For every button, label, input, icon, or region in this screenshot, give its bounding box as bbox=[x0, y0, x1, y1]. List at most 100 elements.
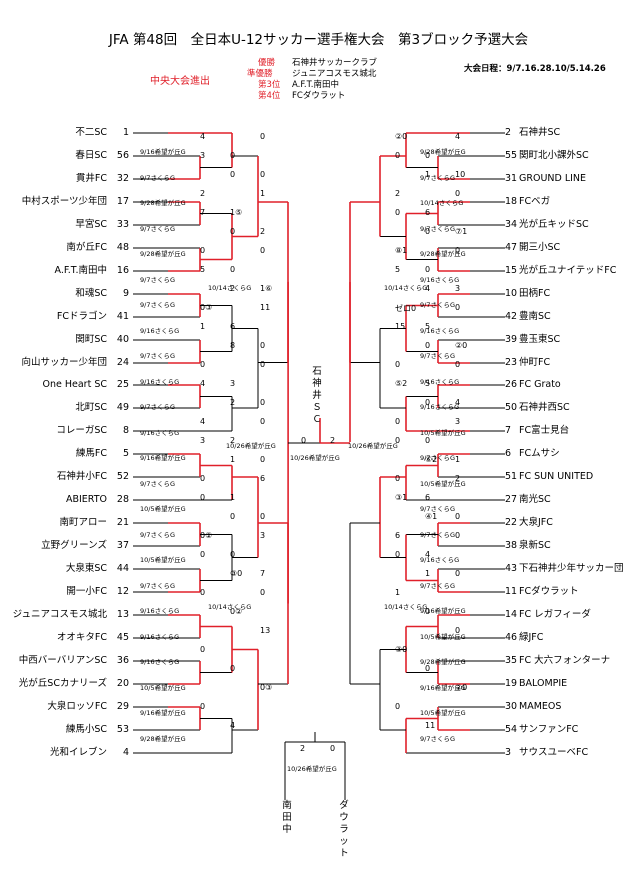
third-score-left: 2 bbox=[300, 744, 306, 753]
match-score: 0 bbox=[455, 626, 461, 635]
match-venue: 9/28希望が丘G bbox=[420, 658, 466, 666]
match-venue: 9/7さくらG bbox=[420, 352, 455, 360]
match-score: ②0 bbox=[455, 683, 468, 692]
match-venue: 9/28希望が丘G bbox=[140, 250, 186, 258]
match-score: 0 bbox=[230, 227, 236, 236]
match-venue: 9/16さくらG bbox=[420, 377, 460, 386]
left-team-name: ABIERTO bbox=[65, 494, 107, 505]
sf-venue: 10/14さくらG bbox=[208, 603, 252, 611]
match-score: 2 bbox=[230, 436, 236, 445]
match-score: 2 bbox=[230, 398, 236, 407]
sf-venue: 10/14さくらG bbox=[208, 284, 252, 292]
match-score: ③0 bbox=[395, 645, 408, 654]
match-score: 0 bbox=[395, 208, 401, 217]
match-venue: 9/28希望が丘G bbox=[140, 199, 186, 207]
left-team-number: 17 bbox=[116, 196, 129, 207]
left-team-name: 関町SC bbox=[75, 334, 107, 345]
right-team-number: 55 bbox=[505, 150, 518, 161]
match-score: 4 bbox=[200, 417, 206, 426]
match-score: 0 bbox=[425, 607, 431, 616]
right-team-number: 42 bbox=[505, 311, 518, 322]
right-team-name: 豊玉東SC bbox=[519, 334, 561, 345]
match-score: 0 bbox=[260, 170, 266, 179]
match-score: 3 bbox=[230, 379, 236, 388]
left-team-number: 41 bbox=[116, 311, 129, 322]
match-score: 7 bbox=[200, 208, 206, 217]
right-team-number: 31 bbox=[505, 173, 518, 184]
match-score: 3 bbox=[455, 284, 461, 293]
right-team-name: FC 大六フォンターナ bbox=[519, 655, 611, 666]
right-team-number: 23 bbox=[505, 357, 518, 368]
right-team-name: FCベガ bbox=[519, 196, 551, 207]
match-score: ②0 bbox=[395, 132, 408, 141]
match-score: 0 bbox=[455, 569, 461, 578]
left-team-number: 37 bbox=[116, 540, 129, 551]
match-score: 4 bbox=[425, 284, 431, 293]
match-venue: 9/16さくらG bbox=[140, 377, 180, 386]
match-venue: 9/7さくらG bbox=[420, 454, 455, 462]
match-score: 0 bbox=[200, 360, 206, 369]
rank-team: FCダウラット bbox=[292, 91, 346, 101]
left-team-number: 49 bbox=[116, 402, 129, 413]
right-team-name: 大泉JFC bbox=[519, 517, 553, 528]
match-score: 0 bbox=[395, 550, 401, 559]
match-score: 6 bbox=[425, 493, 431, 502]
right-team-number: 30 bbox=[505, 701, 518, 712]
left-team-name: オオキタFC bbox=[56, 632, 107, 643]
right-team-number: 7 bbox=[505, 425, 512, 436]
match-venue: 10/5希望が丘G bbox=[140, 556, 186, 564]
match-score: ③0 bbox=[230, 569, 243, 578]
right-team-name: 光が丘キッドSC bbox=[519, 219, 589, 230]
match-score: 6 bbox=[425, 208, 431, 217]
match-score: 2 bbox=[200, 189, 206, 198]
right-team-number: 51 bbox=[505, 471, 518, 482]
match-score: 4 bbox=[200, 379, 206, 388]
page-title: JFA 第48回 全日本U-12サッカー選手権大会 第3ブロック予選大会 bbox=[108, 32, 529, 48]
match-score: 11 bbox=[260, 303, 271, 312]
left-team-name: 不二SC bbox=[75, 127, 107, 138]
match-score: 0 bbox=[395, 417, 401, 426]
right-team-number: 35 bbox=[505, 655, 518, 666]
match-score: 3 bbox=[455, 417, 461, 426]
left-team-number: 48 bbox=[116, 242, 129, 253]
left-team-name: 光和イレブン bbox=[49, 747, 107, 758]
match-venue: 9/16さくらG bbox=[420, 556, 460, 564]
match-score: 8 bbox=[230, 341, 236, 350]
match-venue: 9/7さくらG bbox=[140, 479, 175, 488]
left-team-name: 開一小FC bbox=[66, 586, 107, 597]
match-venue: 9/16希望が丘G bbox=[420, 683, 466, 692]
third-team-right: ダウラット bbox=[339, 800, 349, 859]
match-score: 0 bbox=[455, 189, 461, 198]
match-venue: 9/16希望が丘G bbox=[140, 454, 186, 462]
left-team-number: 52 bbox=[116, 471, 129, 482]
right-team-number: 26 bbox=[505, 379, 518, 390]
match-score: 5 bbox=[425, 322, 431, 331]
match-score: 4 bbox=[455, 132, 461, 141]
match-venue: 9/16希望が丘G bbox=[140, 148, 186, 156]
match-venue: 9/7さくらG bbox=[420, 530, 455, 539]
left-team-name: 南町アロー bbox=[59, 517, 107, 528]
left-team-number: 45 bbox=[116, 632, 129, 643]
right-team-number: 34 bbox=[505, 219, 518, 230]
match-score: ③1 bbox=[395, 493, 408, 502]
match-venue: 9/16さくらG bbox=[420, 275, 460, 284]
match-score: 0 bbox=[395, 151, 401, 160]
match-score: 1 bbox=[425, 569, 431, 578]
right-team-number: 14 bbox=[505, 609, 518, 620]
left-team-number: 16 bbox=[116, 265, 129, 276]
left-team-number: 25 bbox=[116, 379, 129, 390]
left-team-number: 56 bbox=[116, 150, 129, 161]
rank-team: ジュニアコスモス城北 bbox=[292, 69, 377, 79]
rank-team: A.F.T.南田中 bbox=[292, 80, 339, 90]
match-venue: 9/7さくらG bbox=[140, 224, 175, 233]
right-team-name: MAMEOS bbox=[519, 701, 562, 712]
left-team-name: 練馬小SC bbox=[65, 724, 107, 735]
final-venue: 10/26希望が丘G bbox=[290, 454, 340, 462]
match-score: 5 bbox=[395, 265, 401, 274]
right-team-number: 43 bbox=[505, 563, 518, 574]
left-team-name: A.F.T.南田中 bbox=[54, 265, 107, 276]
match-score: 0 bbox=[260, 341, 266, 350]
match-venue: 9/16さくらG bbox=[140, 607, 180, 615]
match-score: ②0 bbox=[455, 341, 468, 350]
match-score: 0② bbox=[230, 607, 243, 616]
